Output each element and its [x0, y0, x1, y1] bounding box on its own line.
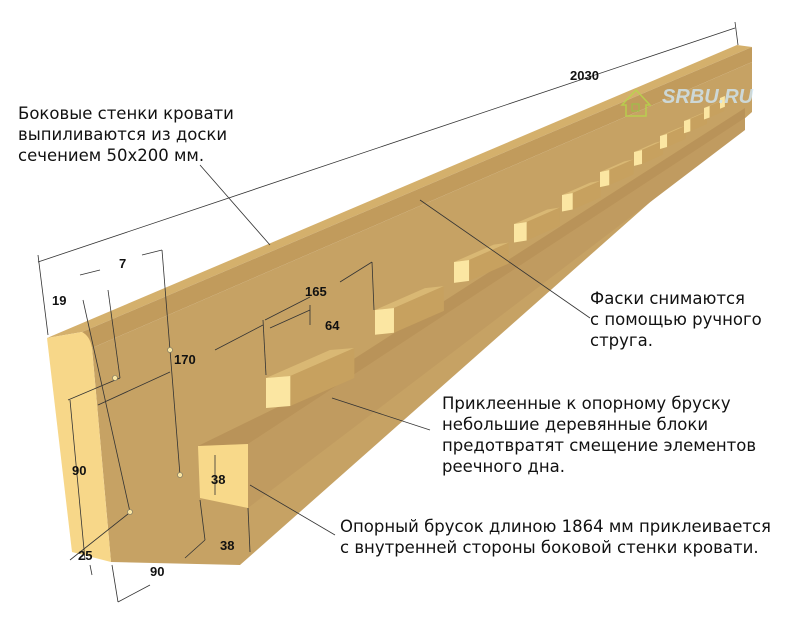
dim-64: 64 [325, 318, 340, 333]
wood-block [642, 140, 664, 164]
dim-length: 2030 [570, 68, 599, 83]
wood-block [600, 170, 610, 188]
dim-165: 165 [305, 284, 327, 299]
note-support-bar: Опорный брусок длиною 1864 мм приклеивае… [340, 517, 771, 557]
wood-block [704, 99, 725, 108]
svg-text:SRBU.RU: SRBU.RU [662, 86, 754, 108]
wood-block [660, 125, 686, 136]
note-blocks: Приклеенные к опорному бруску небольшие … [442, 394, 757, 476]
wood-block [375, 286, 444, 310]
dim-38-height: 38 [211, 472, 225, 487]
wood-block [393, 286, 444, 333]
wood-block [514, 222, 527, 243]
dim-7: 7 [119, 256, 126, 271]
wood-block [720, 96, 725, 109]
wood-block [562, 180, 601, 195]
wood-block [684, 111, 707, 121]
wood-block [690, 111, 707, 132]
support-bar-end [198, 444, 248, 508]
wood-block [609, 159, 634, 186]
dim-90-vertical: 90 [72, 463, 86, 478]
board-chamfer [82, 47, 752, 348]
board-top-surface [47, 45, 752, 338]
note-chamfers: Фаски снимаются с помощью ручного струга… [590, 289, 762, 350]
wood-block [724, 90, 738, 107]
wood-block [514, 207, 560, 224]
wood-block [375, 308, 394, 335]
wood-block [704, 106, 710, 120]
dim-25: 25 [78, 548, 92, 563]
wood-block [720, 90, 738, 98]
wood-block [634, 140, 664, 152]
wood-block [526, 207, 560, 241]
wood-block [266, 376, 291, 408]
support-bar-side [248, 118, 745, 508]
wood-block [660, 134, 668, 149]
wood-block [290, 348, 355, 406]
dim-90-bottom: 90 [150, 564, 164, 579]
dim-19: 19 [52, 293, 66, 308]
wood-block [634, 150, 643, 166]
wood-block [684, 119, 691, 134]
note-side-walls: Боковые стенки кровати выпиливаются из д… [18, 104, 234, 165]
wood-block [266, 348, 355, 378]
wood-block [600, 159, 634, 172]
wood-block [454, 260, 470, 283]
wood-block [572, 180, 601, 210]
wood-block [562, 193, 573, 212]
board-end-face [47, 332, 111, 562]
wood-block [454, 242, 509, 262]
wood-block [667, 125, 686, 147]
dim-38-width: 38 [220, 538, 234, 553]
wood-block [469, 242, 509, 281]
dim-170: 170 [174, 352, 196, 367]
srbu-logo: SRBU.RU [620, 86, 754, 117]
